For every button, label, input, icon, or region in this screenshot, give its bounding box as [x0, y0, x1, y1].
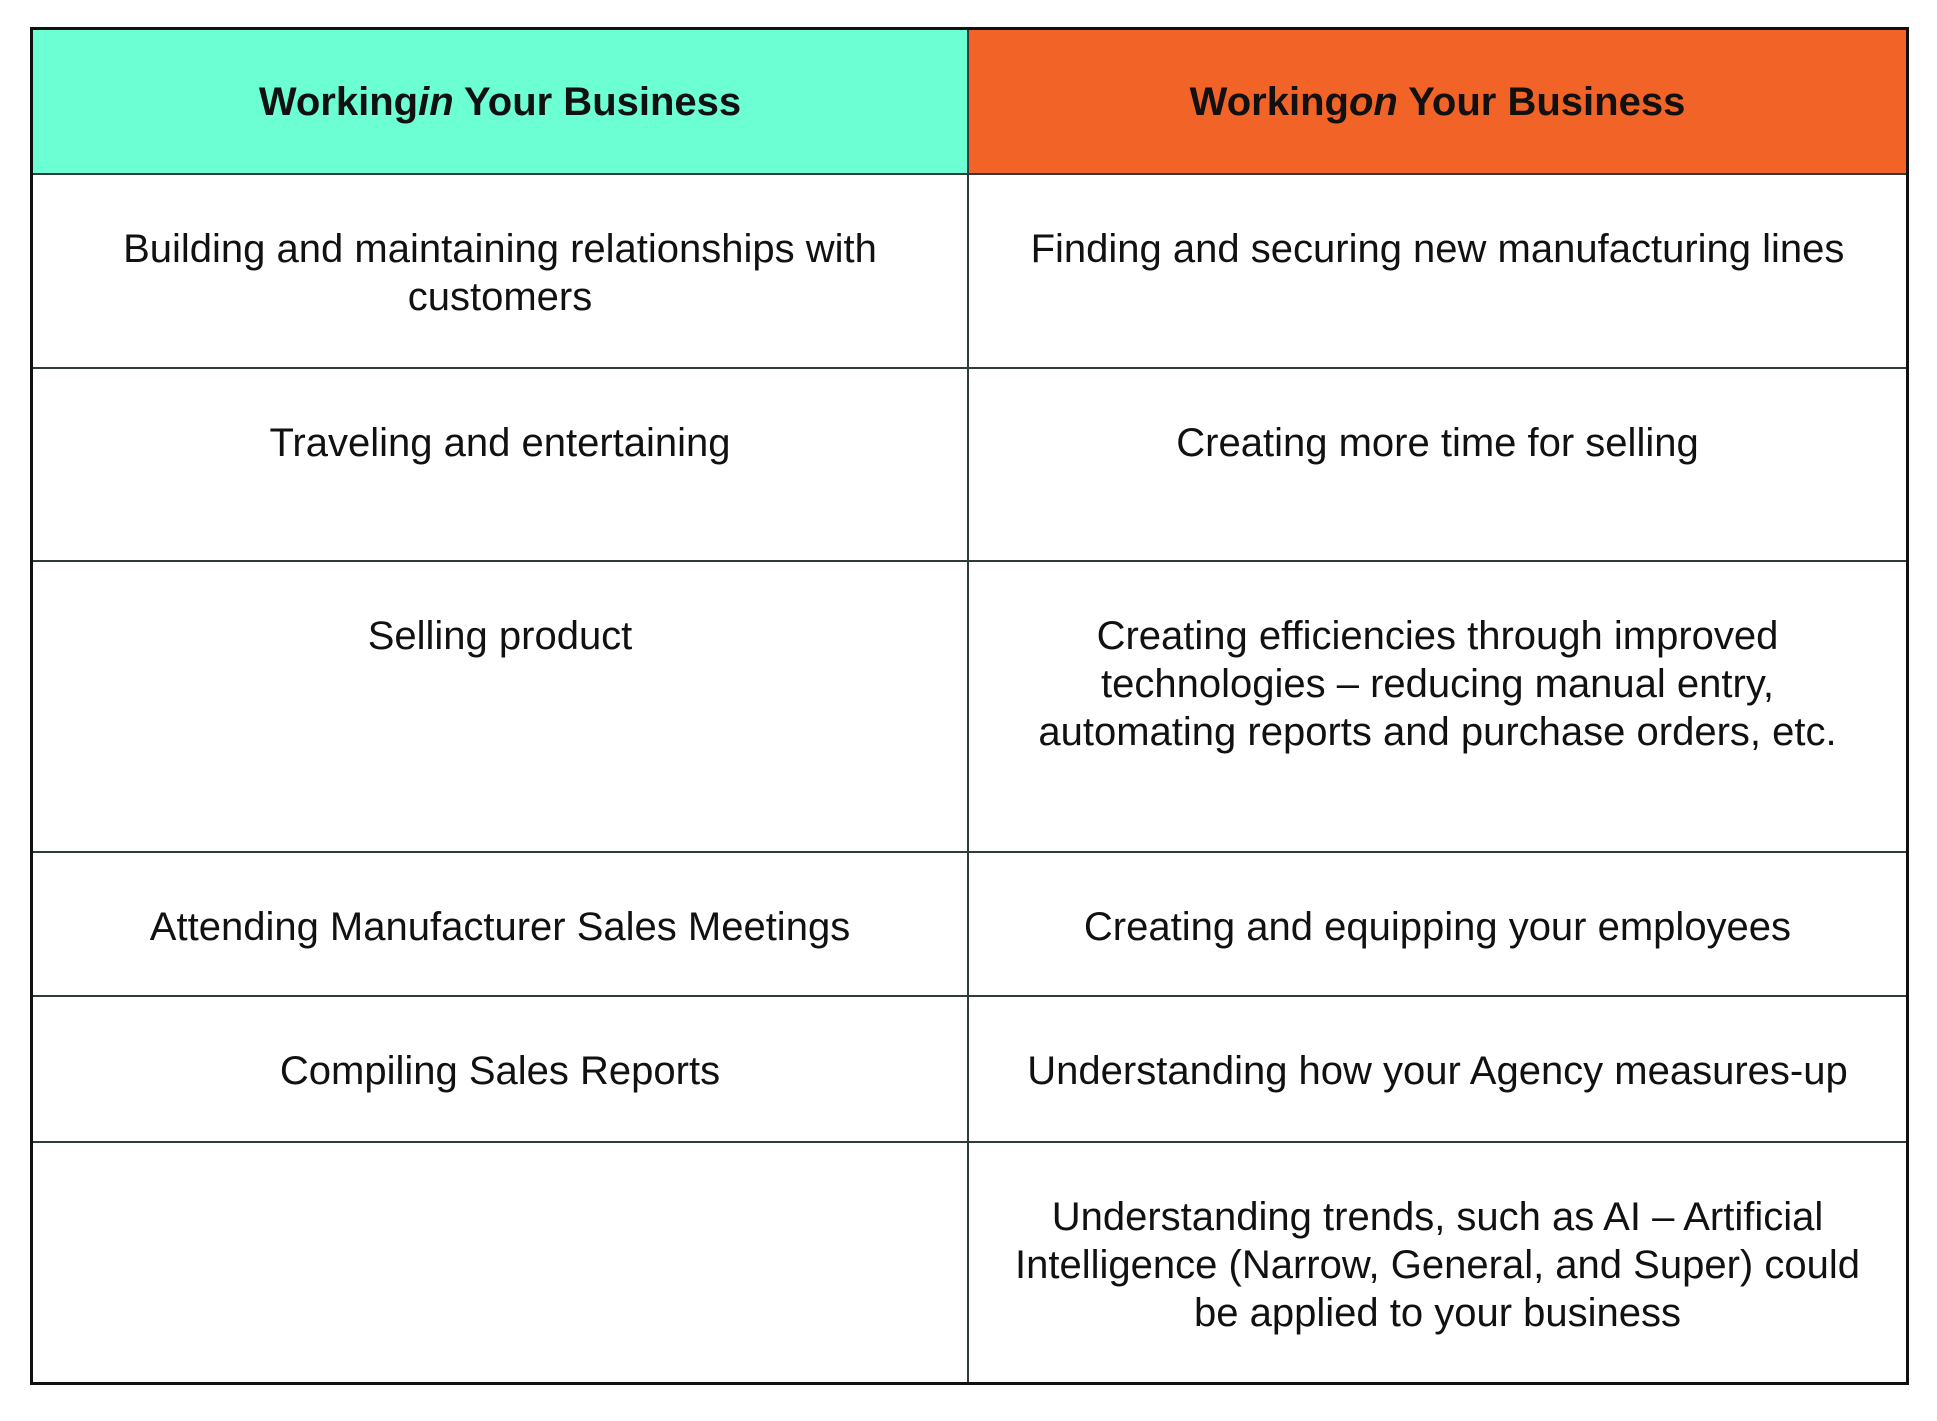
header-right-suffix: Your Business [1397, 79, 1686, 124]
header-right-prefix: Working [1189, 79, 1349, 124]
header-working-in: Working in Your Business [33, 30, 969, 175]
table-cell-right: Understanding how your Agency measures-u… [969, 997, 1906, 1143]
header-left-emphasis: in [418, 79, 454, 124]
table-cell-right: Creating more time for selling [969, 369, 1906, 562]
table-cell-right: Creating and equipping your employees [969, 853, 1906, 997]
header-left-suffix: Your Business [453, 79, 742, 124]
table-cell-right: Understanding trends, such as AI – Artif… [1015, 1195, 1860, 1335]
table-cell-left: Compiling Sales Reports [33, 997, 969, 1143]
table-cell-left: Traveling and entertaining [33, 369, 969, 562]
comparison-table: Working in Your Business Working on Your… [30, 27, 1909, 1385]
header-working-on: Working on Your Business [969, 30, 1906, 175]
header-right-emphasis: on [1348, 79, 1398, 124]
table-cell-right: Creating efficiencies through improved t… [969, 562, 1906, 853]
table-cell-left: Building and maintaining relationships w… [33, 175, 969, 369]
header-left-prefix: Working [258, 79, 419, 124]
table-cell-left [33, 1143, 969, 1382]
table-cell-left: Attending Manufacturer Sales Meetings [33, 853, 969, 997]
table-cell-right: Finding and securing new manufacturing l… [969, 175, 1906, 369]
table-cell-left: Selling product [33, 562, 969, 853]
